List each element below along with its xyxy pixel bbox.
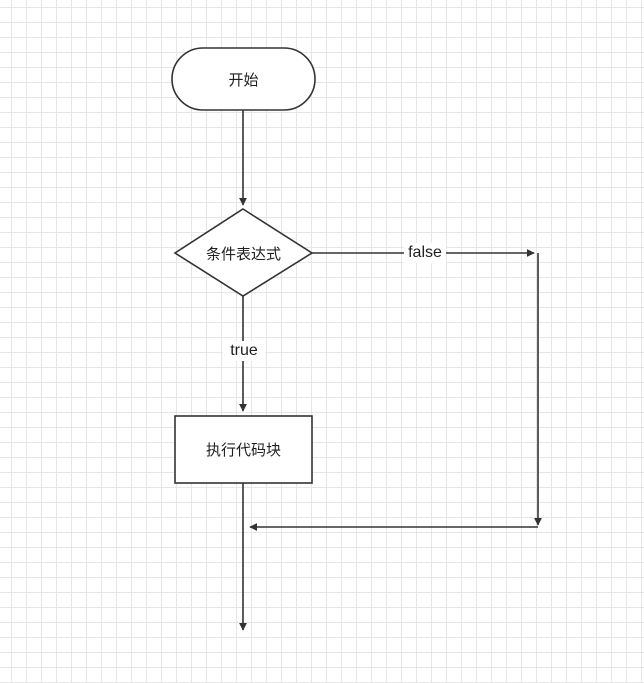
- false-edge-label: false: [404, 243, 446, 263]
- process-node-shape[interactable]: [174, 415, 313, 484]
- true-edge-label: true: [223, 341, 265, 361]
- condition-node-shape[interactable]: [173, 208, 314, 297]
- start-node-shape[interactable]: [171, 47, 316, 111]
